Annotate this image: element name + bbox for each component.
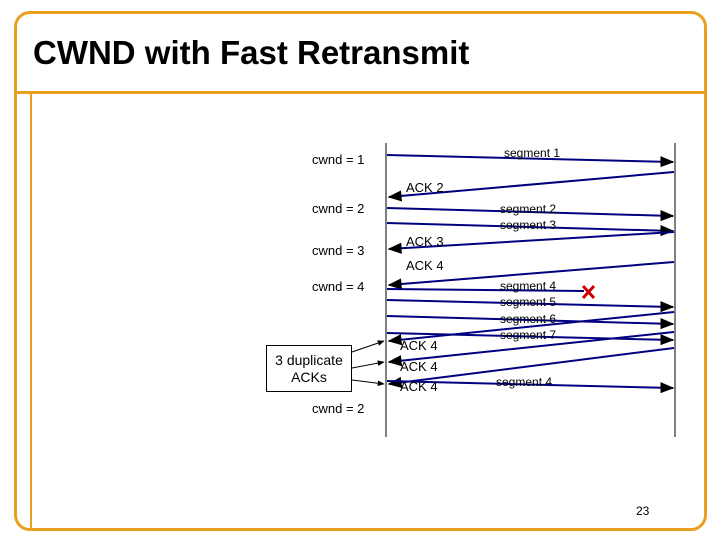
segment-4-lost-arrow: [386, 288, 585, 292]
segment-6-arrow: [386, 315, 675, 330]
ack-3-label: ACK 3: [406, 234, 444, 249]
segment-3-arrow: [386, 222, 675, 237]
dup-ack-4-label-3: ACK 4: [400, 379, 438, 394]
cwnd-label-4: cwnd = 4: [312, 279, 365, 294]
duplicate-acks-callout: 3 duplicate ACKs: [266, 345, 352, 392]
segment-2-arrow: [386, 207, 675, 222]
dup-ack-4-label-2: ACK 4: [400, 359, 438, 374]
ack-4-label: ACK 4: [406, 258, 444, 273]
segment-2-label: segment 2: [500, 202, 556, 216]
title-divider: [14, 91, 707, 94]
callout-text: 3 duplicate ACKs: [275, 351, 343, 385]
segment-5-label: segment 5: [500, 295, 556, 309]
cwnd-label-1: cwnd = 1: [312, 152, 365, 167]
ack-2-arrow: [387, 171, 675, 202]
cwnd-label-5: cwnd = 2: [312, 401, 365, 416]
dup-ack-4-label-1: ACK 4: [400, 338, 438, 353]
left-rule: [30, 93, 32, 529]
dup-ack-4-arrow-2: [387, 331, 675, 367]
page-number: 23: [636, 504, 650, 518]
cwnd-label-3: cwnd = 3: [312, 243, 365, 258]
segment-7-label: segment 7: [500, 328, 556, 342]
segment-1-label: segment 1: [504, 146, 560, 160]
segment-6-label: segment 6: [500, 312, 556, 326]
segment-5-arrow: [386, 299, 675, 313]
callout-pointer-2: [351, 360, 385, 369]
segment-4-retransmit-arrow: [386, 380, 675, 394]
segment-4-retransmit-label: segment 4: [496, 375, 552, 389]
cwnd-label-2: cwnd = 2: [312, 201, 365, 216]
slide-title: CWND with Fast Retransmit: [33, 34, 470, 71]
ack-3-arrow: [387, 231, 675, 254]
segment-4-label: segment 4: [500, 279, 556, 293]
callout-pointer-3: [351, 379, 385, 386]
ack-2-label: ACK 2: [406, 180, 444, 195]
segment-3-label: segment 3: [500, 218, 556, 232]
dup-ack-4-arrow-1: [387, 311, 675, 346]
segment-1-arrow: [386, 154, 675, 168]
packet-lost-icon: [581, 284, 596, 300]
dup-ack-4-arrow-3: [387, 347, 675, 388]
segment-7-arrow: [386, 332, 675, 346]
slide-frame: [14, 11, 707, 531]
ack-4-arrow: [387, 261, 675, 290]
callout-pointer-1: [351, 340, 385, 353]
